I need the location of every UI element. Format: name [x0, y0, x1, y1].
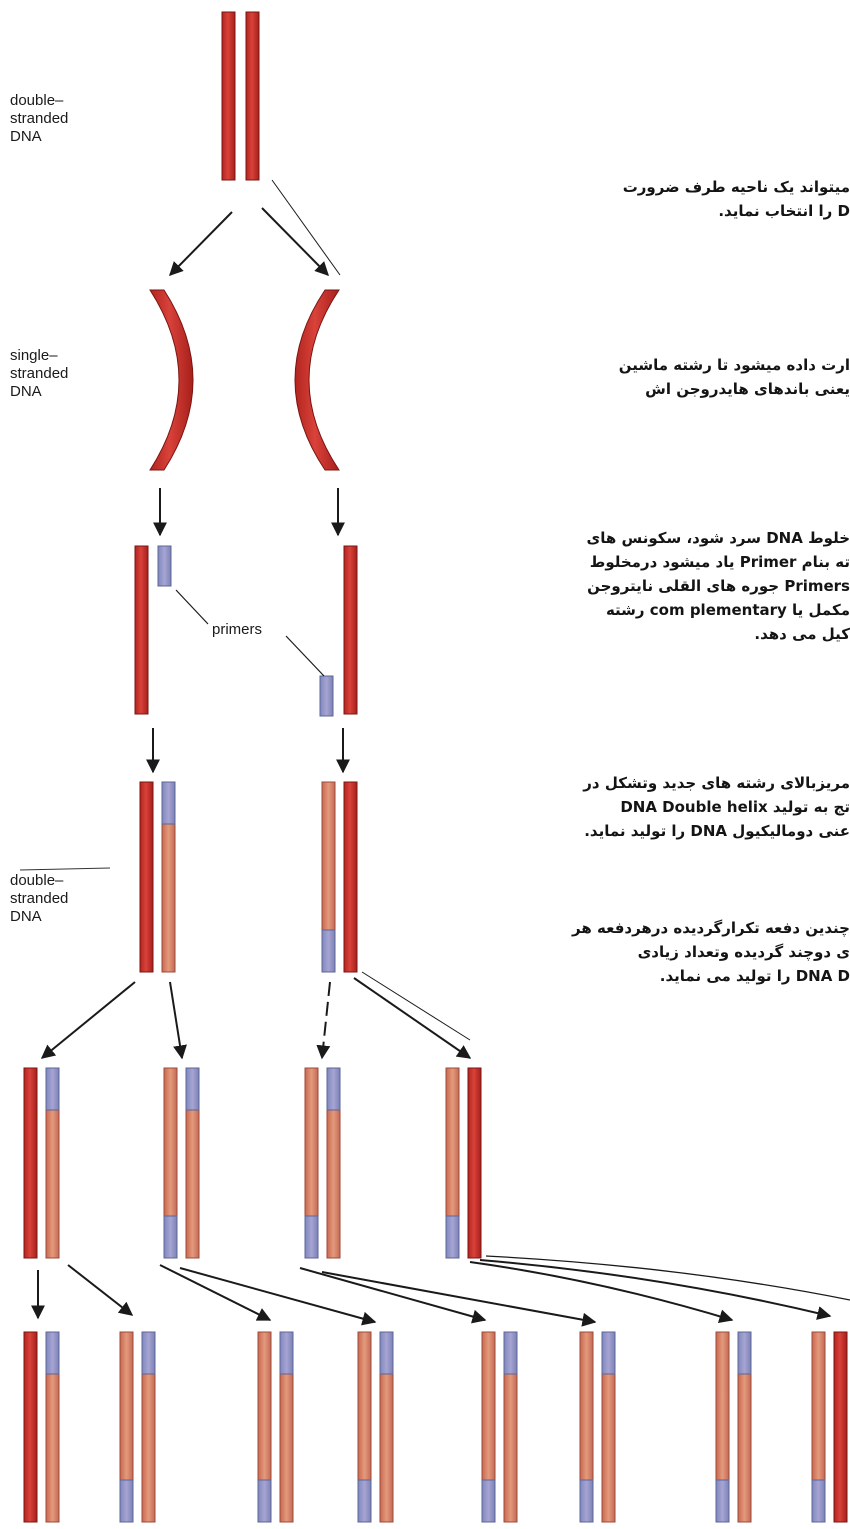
- row4-double-strands: [140, 782, 357, 972]
- primer: [305, 1216, 318, 1258]
- text-line: ارت داده میشود تا رشته ماشین: [480, 353, 850, 377]
- persian-paragraph-5: چندین دفعه تکرارگردیده درهردفعه هر ی دوچ…: [460, 916, 850, 988]
- label-primers: primers: [212, 621, 262, 639]
- parent-strand: [344, 782, 357, 972]
- text-line: D را انتخاب نماید.: [480, 199, 850, 223]
- text-line: Primers جوره های القلی نایتروجن: [470, 574, 850, 598]
- row6-double-strands: [24, 1332, 847, 1522]
- text-line: یعنی باندهای هایدروجن اش: [480, 377, 850, 401]
- primer: [446, 1216, 459, 1258]
- label-line: double–: [10, 92, 68, 110]
- persian-paragraph-3: خلوط DNA سرد شود، سکونس های ته بنام Prim…: [470, 526, 850, 646]
- primer: [380, 1332, 393, 1374]
- primer: [46, 1332, 59, 1374]
- label-line: single–: [10, 347, 68, 365]
- primer: [716, 1480, 729, 1522]
- divider-line: [20, 868, 110, 870]
- arrow: [170, 982, 182, 1058]
- arrow: [170, 212, 232, 275]
- arrow: [322, 1272, 595, 1322]
- arrow: [470, 1262, 732, 1320]
- primer: [186, 1068, 199, 1110]
- arrow: [42, 982, 135, 1058]
- arrow: [160, 1265, 270, 1320]
- row1-arrows: [170, 180, 340, 275]
- label-line: DNA: [10, 383, 68, 401]
- text-line: چندین دفعه تکرارگردیده درهردفعه هر: [460, 916, 850, 940]
- primer: [280, 1332, 293, 1374]
- text-line: DNA D را تولید می نماید.: [460, 964, 850, 988]
- primer: [120, 1480, 133, 1522]
- single-strand-right: [295, 290, 339, 470]
- row2-single-strands: [150, 290, 339, 470]
- parent-strand: [344, 546, 357, 714]
- primer: [158, 546, 171, 586]
- persian-paragraph-4: مریزبالای رشته های جدید وتشکل در تج به ت…: [470, 771, 850, 843]
- parent-strand: [222, 12, 235, 180]
- row2-arrows: [160, 488, 338, 535]
- primer: [602, 1332, 615, 1374]
- text-line: تج به تولید DNA Double helix: [470, 795, 850, 819]
- primer-pointer: [176, 590, 208, 624]
- label-line: stranded: [10, 110, 68, 128]
- parent-strand: [246, 12, 259, 180]
- row5-double-strands: [24, 1068, 481, 1258]
- persian-paragraph-2: ارت داده میشود تا رشته ماشین یعنی باندها…: [480, 353, 850, 401]
- text-line: مکمل یا com plementary رشته: [470, 598, 850, 622]
- arrow: [362, 972, 470, 1040]
- primer: [738, 1332, 751, 1374]
- arrow: [486, 1256, 850, 1300]
- primer: [320, 676, 333, 716]
- arrow: [262, 208, 328, 275]
- label-double-stranded-dna-mid: double– stranded DNA: [10, 872, 68, 926]
- text-line: مریزبالای رشته های جدید وتشکل در: [470, 771, 850, 795]
- primer: [482, 1480, 495, 1522]
- arrow: [300, 1268, 485, 1320]
- row1-double-strand: [222, 12, 259, 180]
- label-single-stranded-dna: single– stranded DNA: [10, 347, 68, 401]
- primer-pointer: [286, 636, 324, 676]
- arrow: [322, 982, 330, 1058]
- row4-arrows: [42, 972, 470, 1058]
- primer: [812, 1480, 825, 1522]
- label-double-stranded-dna-top: double– stranded DNA: [10, 92, 68, 146]
- single-strand-left: [150, 290, 193, 470]
- parent-strand: [140, 782, 153, 972]
- text-line: ی دوچند گردیده وتعداد زیادی: [460, 940, 850, 964]
- label-line: DNA: [10, 128, 68, 146]
- row3-arrows: [153, 728, 343, 772]
- parent-strand: [24, 1068, 37, 1258]
- text-line: کیل می دهد.: [470, 622, 850, 646]
- primer: [162, 782, 175, 824]
- parent-strand: [468, 1068, 481, 1258]
- primer: [46, 1068, 59, 1110]
- text-line: ته بنام Primer یاد میشود درمخلوط: [470, 550, 850, 574]
- arrow: [68, 1265, 132, 1315]
- label-line: DNA: [10, 908, 68, 926]
- label-line: stranded: [10, 890, 68, 908]
- persian-paragraph-1: میتواند یک ناحیه طرف ضرورت D را انتخاب ن…: [480, 175, 850, 223]
- text-line: عنی دومالیکیول DNA را تولید نماید.: [470, 819, 850, 843]
- parent-strand: [24, 1332, 37, 1522]
- primer: [327, 1068, 340, 1110]
- primer: [358, 1480, 371, 1522]
- text-line: خلوط DNA سرد شود، سکونس های: [470, 526, 850, 550]
- primer: [258, 1480, 271, 1522]
- primer: [322, 930, 335, 972]
- text-line: میتواند یک ناحیه طرف ضرورت: [480, 175, 850, 199]
- primer: [164, 1216, 177, 1258]
- arrow: [354, 978, 470, 1058]
- primer: [142, 1332, 155, 1374]
- primer: [504, 1332, 517, 1374]
- label-line: stranded: [10, 365, 68, 383]
- parent-strand: [834, 1332, 847, 1522]
- row5-arrows: [38, 1256, 850, 1322]
- label-line: double–: [10, 872, 68, 890]
- parent-strand: [135, 546, 148, 714]
- arrow: [480, 1260, 830, 1316]
- primer: [580, 1480, 593, 1522]
